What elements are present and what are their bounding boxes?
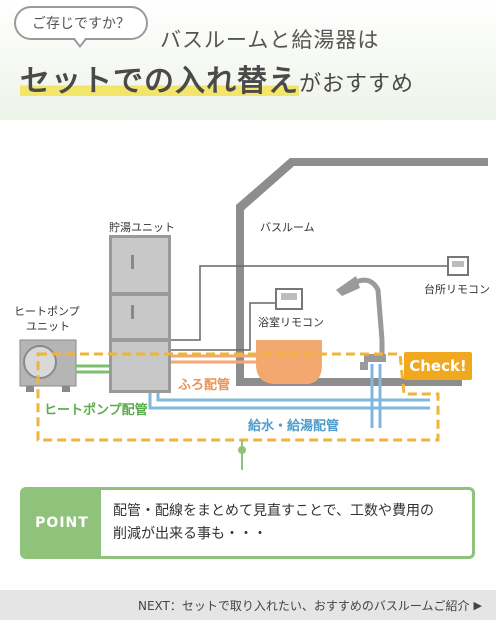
label-heat-pump-pipe: ヒートポンプ配管 — [44, 403, 148, 418]
bubble-tail-inner — [74, 37, 86, 45]
faucet-icon — [360, 354, 386, 370]
bath-pipe-lines — [171, 354, 277, 370]
label-bathroom: バスルーム — [260, 221, 315, 234]
did-you-know-bubble: ご存じですか？ — [14, 6, 148, 40]
label-bath-pipe: ふろ配管 — [178, 378, 231, 393]
label-bath-remote: 浴室リモコン — [258, 316, 324, 329]
main-title-suffix: がおすすめ — [299, 72, 415, 97]
bathtub — [256, 340, 322, 384]
point-box: POINT 配管・配線をまとめて見直すことで、工数や費用の 削減が出来る事も・・… — [20, 487, 475, 559]
next-link-text: NEXT：セットで取り入れたい、おすすめのバスルームご紹介 — [137, 598, 470, 613]
kitchen-remote-icon — [447, 256, 469, 276]
water-pipe-lines — [148, 364, 430, 428]
main-title-highlight: セットでの入れ替え — [20, 64, 299, 99]
pipe-outline-dashed — [36, 352, 440, 442]
point-text-line1: 配管・配線をまとめて見直すことで、工数や費用の — [113, 503, 435, 519]
equipment-diagram — [19, 158, 488, 470]
check-badge: Check! — [404, 352, 472, 380]
main-title: セットでの入れ替えがおすすめ — [20, 56, 414, 100]
point-text: 配管・配線をまとめて見直すことで、工数や費用の 削減が出来る事も・・・ — [113, 500, 468, 546]
shower-fixture — [350, 277, 385, 358]
point-tag: POINT — [23, 490, 101, 556]
shower-head-icon — [336, 276, 360, 296]
sub-title: バスルームと給湯器は — [160, 28, 380, 52]
label-storage-unit: 貯湯ユニット — [109, 221, 175, 234]
storage-unit — [109, 235, 171, 393]
label-heat-pump-unit-line2: ユニット — [26, 320, 70, 333]
play-arrow-icon: ▶ — [473, 598, 482, 612]
point-connector — [238, 440, 246, 470]
heat-pump-unit — [19, 339, 77, 392]
bath-remote-icon — [275, 288, 303, 310]
bathroom-walls — [236, 158, 488, 386]
next-link[interactable]: NEXT：セットで取り入れたい、おすすめのバスルームご紹介▶ — [0, 590, 496, 620]
point-text-line2: 削減が出来る事も・・・ — [113, 526, 267, 542]
remote-wiring — [171, 265, 459, 351]
label-water-pipe: 給水・給湯配管 — [248, 419, 340, 434]
label-heat-pump-unit-line1: ヒートポンプ — [14, 305, 80, 318]
label-kitchen-remote: 台所リモコン — [424, 283, 490, 296]
heat-pump-pipe-lines — [76, 364, 109, 374]
